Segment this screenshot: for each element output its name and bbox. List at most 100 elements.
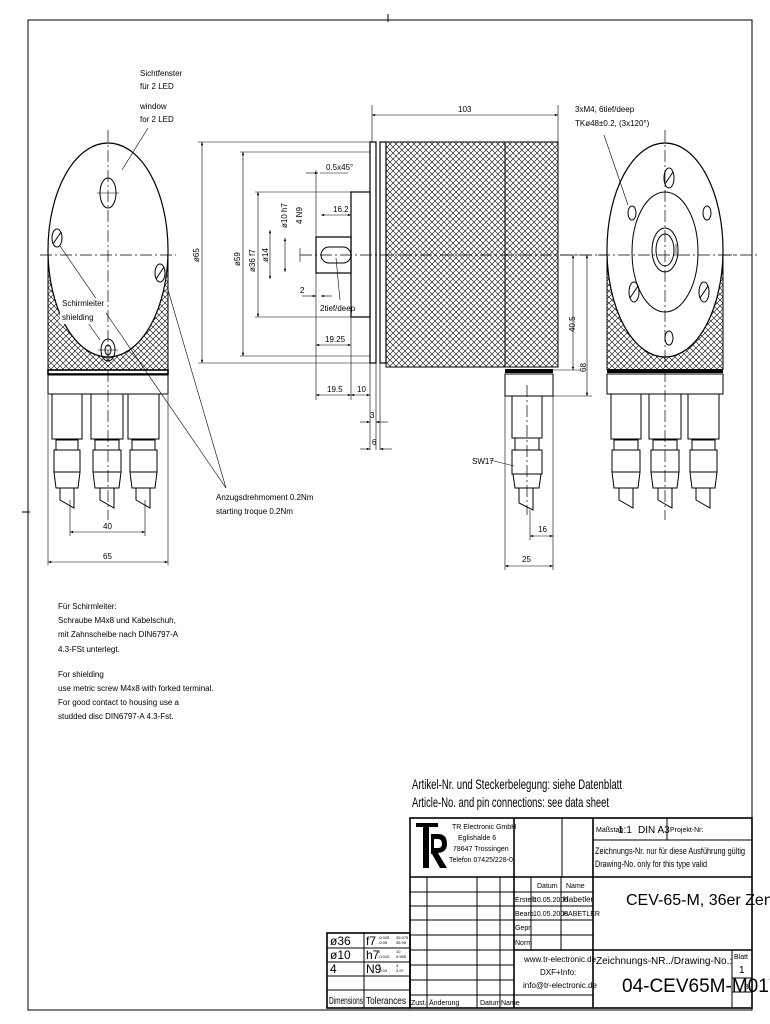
row-date: 10.05.2006 [533,897,568,904]
email: info@tr-electronic.de [523,981,597,990]
revision-header: Name [501,1000,520,1007]
validity-de: Zeichnungs-Nr. nur für diese Ausführung … [595,846,745,856]
tol-fit: h7 [366,948,380,962]
dim-16: 16 [538,525,547,534]
article-note-de: Artikel-Nr. und Steckerbelegung: siehe D… [412,776,622,792]
tol-max: 10 [396,949,401,954]
screw-icon [628,281,640,303]
dim-4-n9: 4 N9 [295,207,304,224]
company-phone: Telefon 07425/228-0 [449,857,513,864]
screw-icon [51,228,63,248]
title-block: TR Electronic GmbH Eglishalde 6 78647 Tr… [409,817,770,1009]
dim-65-dia: ø65 [192,248,201,262]
wrench-size: SW17 [472,457,494,466]
shielding-notes: Für Schirmleiter: Schraube M4x8 und Kabe… [58,602,214,721]
row-label: Erstellt [515,897,536,904]
screw-icon [154,263,166,283]
drawing-frame [27,19,753,1011]
row-date: 10.05.2006 [533,911,568,918]
tol-dev-upper: 0 [378,963,381,968]
led-label-en-2: for 2 LED [140,115,174,124]
row-name: Habetler [563,895,594,904]
rear-view: 3xM4, 6tief/deep TKø48±0.2, (3x120°) [575,105,735,520]
note-de-line: Für Schirmleiter: [58,602,117,611]
torque-label-en: starting troque 0.2Nm [216,507,293,516]
tol-fit: N9 [366,962,382,976]
screw-icon [698,281,710,303]
note-en-line: For good contact to housing use a [58,698,180,707]
tol-dev-lower: -0.03 [378,968,388,973]
row-label: Gepr. [515,925,532,932]
company-city: 78647 Trossingen [453,846,509,853]
row-label: Norm [515,940,532,947]
tol-dim: ø36 [330,934,351,948]
tolerance-table: ø36 f7 -0.025 -0.05 35.975 35.95 ø10 h7 … [326,932,411,1009]
article-note-en: Article-No. and pin connections: see dat… [412,794,609,810]
shield-label-de: Schirmleiter [62,299,105,308]
dim-chamfer: 0.5x45° [326,163,353,172]
tol-dev-upper: 0 [378,949,381,954]
front-view: 40 65 Sichtfenster für 2 LED window for … [40,69,227,565]
note-en-line: studded disc DIN6797-A 4.3-Fst. [58,712,174,721]
led-label-de-2: für 2 LED [140,82,174,91]
note-de-line: 4.3-FSt unterlegt. [58,645,120,654]
company-name: TR Electronic GmbH [452,824,516,831]
revision-header: Zust. [411,1000,427,1007]
dim-59-dia: ø59 [233,252,242,266]
dxf-info: DXF+Info: [540,968,576,977]
validity-en: Drawing-No. only for this type valid [595,859,707,869]
website: www.tr-electronic.de [523,955,597,964]
note-de-line: mit Zahnscheibe nach DIN6797-A [58,630,179,639]
note-de-line: Schraube M4x8 und Kabelschuh, [58,616,176,625]
holes-spec-2: TKø48±0.2, (3x120°) [575,119,650,128]
dim-68: 68 [579,363,588,372]
dim-3: 3 [370,411,375,420]
holes-spec-1: 3xM4, 6tief/deep [575,105,635,114]
row-name: HABETLER [563,911,600,918]
side-view: ø65 ø59 ø36 f7 ø14 ø10 h7 4 N9 0.5x45° 1… [192,105,760,570]
tol-dim: ø10 [330,948,351,962]
dim-65: 65 [103,552,112,561]
dim-10: 10 [357,385,366,394]
tapped-hole-icon [627,205,712,346]
paper-format: DIN A3 [638,825,670,836]
dim-6: 6 [372,438,377,447]
project-label: Projekt-Nr: [670,827,704,834]
drawing-title: CEV-65-M, 36er Zentr. [626,892,770,909]
name-header: Name [566,883,585,890]
dim-14-dia: ø14 [261,248,270,262]
dim-36-f7: ø36 f7 [248,249,257,272]
dim-10-h7: ø10 h7 [280,203,289,228]
tol-header-dimensions: Dimensions [329,996,363,1007]
shield-label-en: shielding [62,313,94,322]
led-label-en: window [139,102,167,111]
dim-25: 25 [522,555,531,564]
sheet-number: 1 [739,965,745,976]
date-header: Datum [537,883,558,890]
drawing-number: 04-CEV65M-M0171 [622,976,770,997]
row-label: Bearb. [515,911,536,918]
led-label-de: Sichtfenster [140,69,183,78]
tol-dev-lower: -0.015 [378,954,390,959]
tol-dev-upper: -0.025 [378,935,390,940]
note-en-line: For shielding [58,670,104,679]
revision-header: Änderung [429,999,459,1007]
scale-value: 1:1 [618,825,632,836]
dim-40-5: 40.5 [568,316,577,332]
dim-19-25: 19.25 [325,335,346,344]
screw-icon [663,167,675,189]
tol-min: 9.985 [396,954,407,959]
tol-max: 4 [396,963,399,968]
dim-19-5: 19.5 [327,385,343,394]
shielding-screw-icon [98,338,118,362]
tr-logo [416,823,447,868]
dim-16-2: 16.2 [333,205,349,214]
tol-fit: f7 [366,934,376,948]
tol-min: 35.95 [396,940,407,945]
dim-40: 40 [103,522,112,531]
key-depth: 2tief/deep [320,304,356,313]
sheets-label: Bl [744,984,751,991]
tol-min: 3.97 [396,968,405,973]
tol-dev-lower: -0.05 [378,940,388,945]
